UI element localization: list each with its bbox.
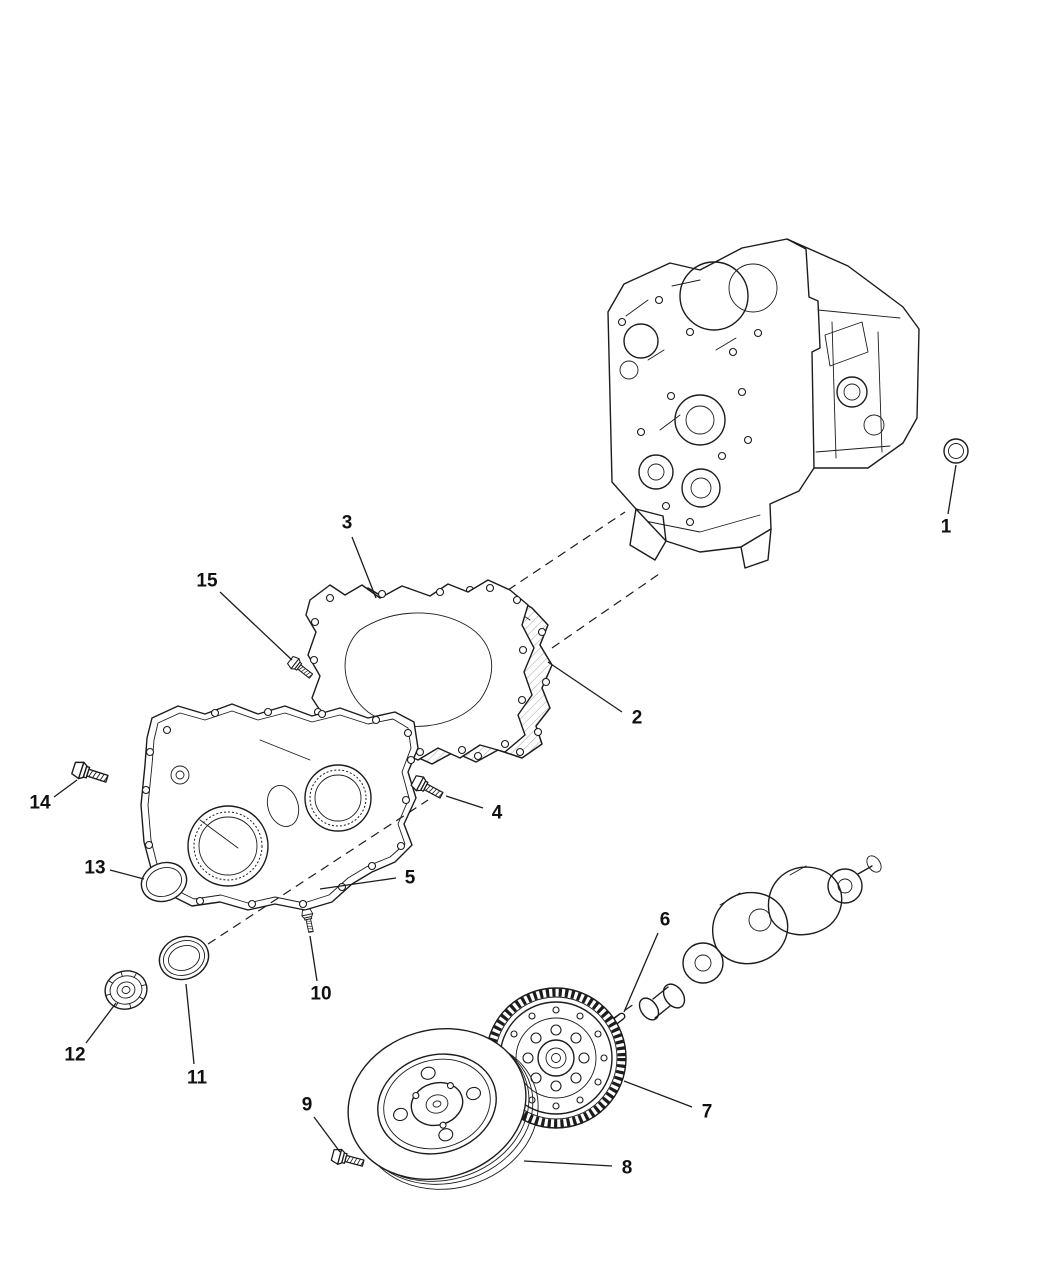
leader-line-1: [947, 464, 957, 515]
callout-6: 6: [623, 910, 671, 1013]
callout-2: 2: [547, 661, 643, 729]
callout-11: 11: [185, 983, 208, 1089]
callout-1: 1: [941, 464, 957, 538]
bolt-part10: [300, 908, 317, 934]
callout-number-13: 13: [84, 858, 105, 879]
leader-line-14: [53, 779, 78, 798]
callout-10: 10: [309, 935, 332, 1005]
callout-13: 13: [84, 858, 145, 880]
callout-5: 5: [319, 868, 416, 890]
callout-number-12: 12: [64, 1045, 85, 1066]
callout-number-10: 10: [310, 984, 331, 1005]
callout-number-15: 15: [196, 571, 218, 592]
o-ring-part1: [943, 438, 969, 464]
bolt-part9: [330, 1146, 366, 1172]
crank-front-seal-part12: [104, 970, 148, 1010]
leader-line-5: [319, 877, 397, 890]
crankshaft: [638, 855, 882, 1021]
leader-line-8: [523, 1160, 613, 1167]
callout-7: 7: [623, 1080, 713, 1123]
callout-12: 12: [64, 1002, 117, 1066]
callout-number-1: 1: [941, 517, 952, 538]
leader-line-12: [85, 1002, 117, 1044]
callout-14: 14: [29, 779, 78, 814]
leader-line-6: [623, 932, 659, 1013]
vibration-damper-part8: [347, 1027, 539, 1190]
o-ring-part13: [140, 861, 188, 903]
leader-line-7: [623, 1080, 693, 1108]
callout-number-5: 5: [405, 868, 416, 889]
callout-8: 8: [523, 1158, 633, 1179]
bolt-part14: [70, 759, 111, 788]
callout-number-6: 6: [660, 910, 671, 931]
engine-block: [607, 238, 920, 569]
callout-number-9: 9: [302, 1095, 313, 1116]
callout-number-3: 3: [342, 513, 353, 534]
callout-number-8: 8: [622, 1158, 633, 1179]
leader-line-3: [351, 536, 377, 599]
seal-ring-part11: [158, 935, 210, 981]
assembly-centerlines-upper: [507, 511, 663, 649]
callout-15: 15: [196, 571, 293, 661]
leader-line-11: [185, 983, 195, 1065]
callout-number-4: 4: [492, 803, 503, 824]
leader-line-4: [445, 795, 484, 809]
leader-line-10: [309, 935, 318, 982]
leader-line-2: [547, 661, 623, 713]
callout-9: 9: [302, 1095, 341, 1153]
callout-number-7: 7: [702, 1102, 713, 1123]
callout-3: 3: [342, 513, 377, 599]
callout-4: 4: [445, 795, 503, 824]
assembly-centerline-crank: [587, 1003, 635, 1037]
leader-line-9: [313, 1116, 341, 1153]
callout-number-2: 2: [632, 708, 643, 729]
leader-line-15: [219, 591, 293, 661]
timing-cover-part5: [140, 703, 419, 911]
callout-number-14: 14: [29, 793, 51, 814]
leader-line-13: [109, 869, 145, 880]
callout-number-11: 11: [187, 1068, 208, 1089]
